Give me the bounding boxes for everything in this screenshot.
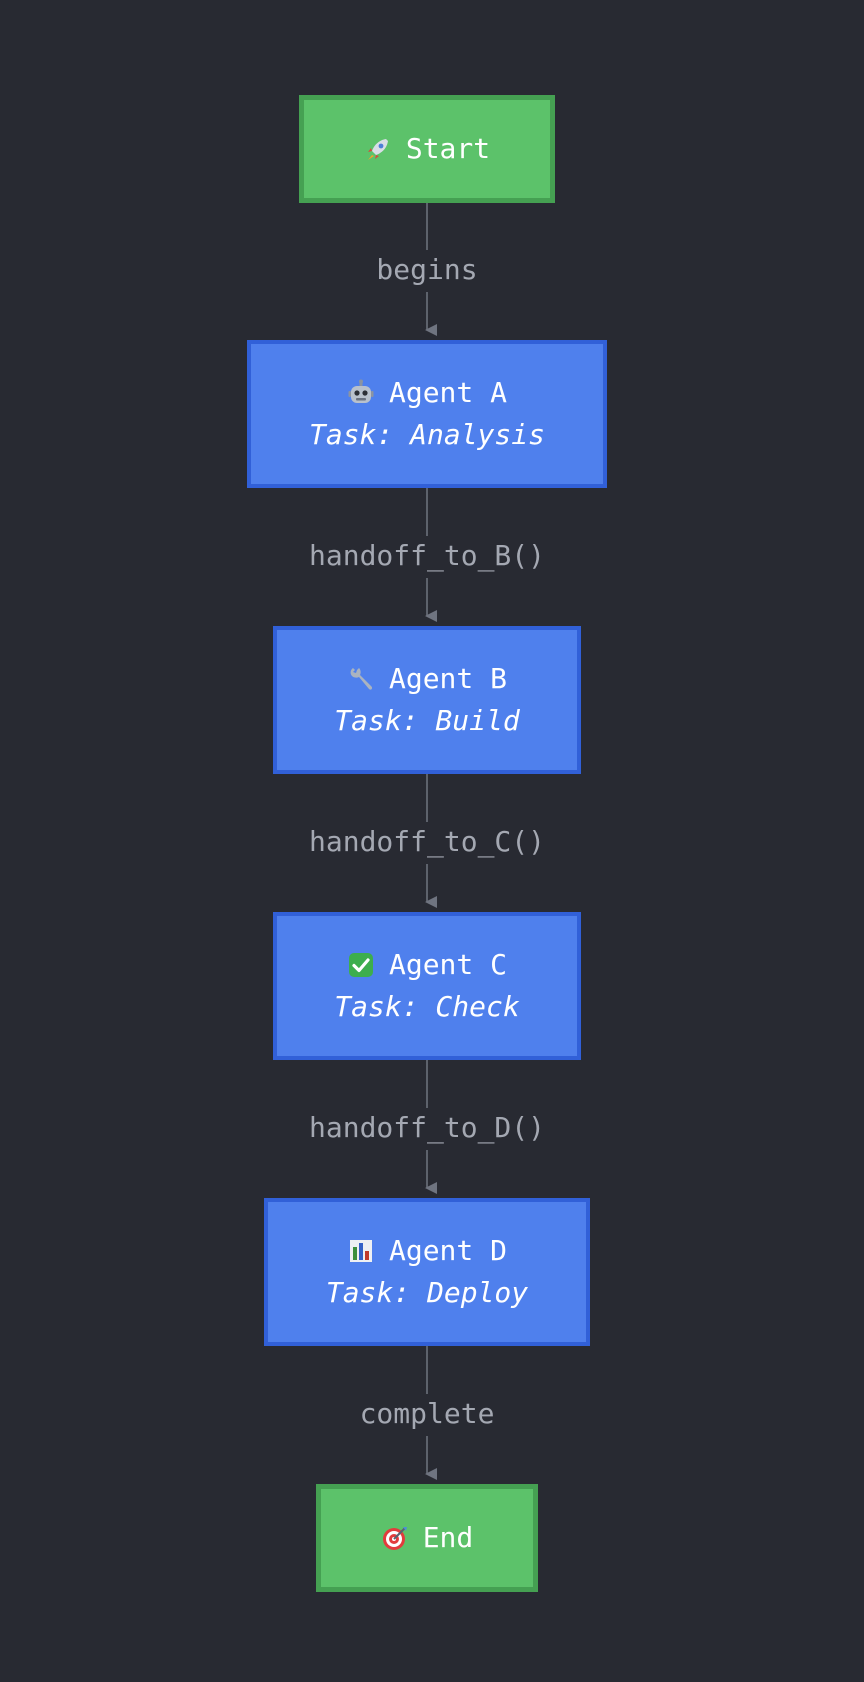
robot-icon (347, 379, 375, 407)
edge-label-handoff-to-d: handoff_to_D() (306, 1110, 548, 1146)
start-node: Start (299, 95, 555, 203)
agent-a-task: Task: Analysis (308, 418, 545, 451)
edge-label-handoff-to-b: handoff_to_B() (306, 538, 548, 574)
agent-b-label: Agent B (388, 662, 507, 695)
agent-c-label: Agent C (388, 948, 507, 981)
start-label: Start (405, 132, 491, 165)
bar-chart-icon (347, 1237, 375, 1265)
agent-a-node: Agent A Task: Analysis (247, 340, 607, 488)
end-node: End (316, 1484, 538, 1592)
agent-d-label: Agent D (388, 1234, 507, 1267)
target-icon (381, 1524, 409, 1552)
agent-b-task: Task: Build (334, 704, 520, 737)
agent-d-task: Task: Deploy (325, 1276, 529, 1309)
agent-b-node: Agent B Task: Build (273, 626, 581, 774)
agent-c-task: Task: Check (334, 990, 520, 1023)
agent-a-label: Agent A (388, 376, 507, 409)
agent-c-node: Agent C Task: Check (273, 912, 581, 1060)
edge-label-begins: begins (374, 252, 480, 288)
agent-d-node: Agent D Task: Deploy (264, 1198, 590, 1346)
end-label: End (422, 1521, 474, 1554)
edge-label-handoff-to-c: handoff_to_C() (306, 824, 548, 860)
edge-label-complete: complete (357, 1396, 497, 1432)
rocket-icon (364, 135, 392, 163)
wrench-icon (347, 665, 375, 693)
check-mark-icon (347, 951, 375, 979)
